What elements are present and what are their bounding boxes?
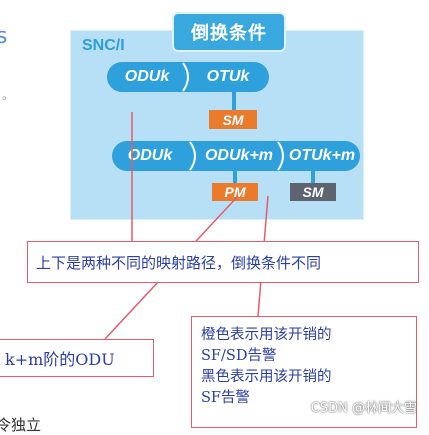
row2-pill: ODUk ODUk+m OTUk+m (112, 141, 360, 171)
row1-otuk-label: OTUk (206, 68, 250, 85)
callout-overhead-line-2: SF/SD告警 (201, 348, 277, 364)
row1-oduk-label: ODUk (124, 68, 170, 85)
row2-sm-tag: SM (290, 183, 336, 201)
row1-separator-arc (182, 62, 189, 92)
diagram-stage: s 。 令独立 倒换条件 SNC/I ODUk OTUk SM ODUk ODU… (0, 12, 419, 434)
callout-overhead-colors: 橙色表示用该开销的 SF/SD告警 黑色表示用该开销的 SF告警 (191, 316, 417, 428)
row2-odukm-label: ODUk+m (204, 147, 274, 164)
watermark: CSDN @林间大雪 (310, 401, 417, 416)
row2-otukm-label: OTUk+m (288, 147, 356, 164)
callout-overhead-line-3: 黑色表示用该开销的 (201, 369, 332, 385)
callout-overhead-line-1: 橙色表示用该开销的 (201, 327, 332, 343)
row1-sm-tag: SM (209, 110, 257, 129)
row2-separator-arc-2 (277, 141, 284, 171)
left-page-fragment-bottom: 令独立 (0, 416, 42, 434)
snc-i-label: SNC/I (82, 37, 125, 54)
left-page-fragment-top: s (0, 24, 8, 49)
row2-pm-tag: PM (212, 183, 258, 201)
callout-mapping-paths: 上下是两种不同的映射路径，倒换条件不同 (27, 241, 419, 283)
row2-separator-arc-1 (189, 141, 196, 171)
row2-sm-connector (311, 171, 315, 183)
title-box: 倒换条件 (172, 12, 286, 52)
row1-connector (232, 92, 236, 110)
row1-pill: ODUk OTUk (107, 62, 269, 92)
callout-odu-order: k+m阶的ODU (0, 339, 154, 377)
callout-overhead-line-4: SF告警 (201, 390, 250, 406)
row2-oduk-label: ODUk (127, 147, 173, 164)
left-page-dot: 。 (2, 88, 15, 102)
row2-pm-connector (233, 171, 237, 183)
